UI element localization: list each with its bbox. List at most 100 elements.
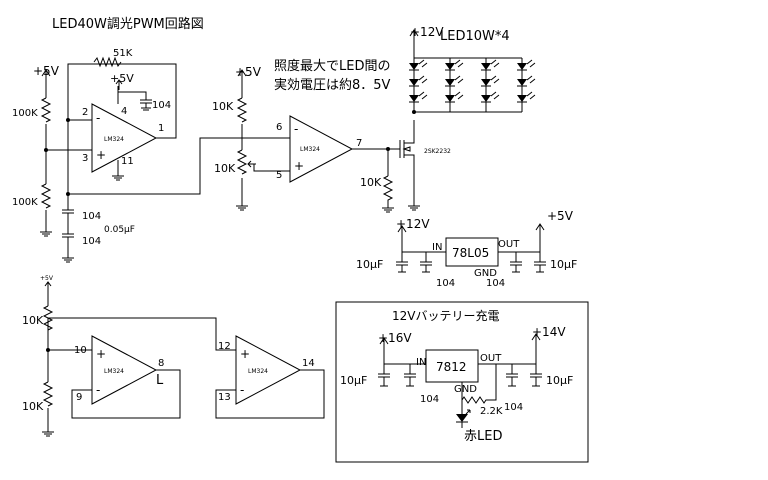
- resistor-51k: [93, 56, 122, 68]
- led-emission-icon: [445, 59, 464, 71]
- note-line-1: 照度最大でLED間の: [274, 58, 390, 74]
- note-line-2: 実効電圧は約8．5V: [274, 77, 391, 93]
- supply-5v-pin4: +5V: [110, 72, 134, 85]
- led-icon: [409, 79, 419, 86]
- opamp-4: + - LM324 12 13 14: [218, 335, 315, 405]
- opamp-4-plus: +: [240, 347, 250, 361]
- arrow-5v-reg1: [535, 223, 545, 232]
- opamp-1-symbol: [91, 103, 158, 173]
- pot-wiper: [247, 160, 256, 168]
- c005-label: 0.05μF: [104, 225, 135, 235]
- c104-reg2-out-label: 104: [504, 402, 523, 413]
- c104-reg2-in-label: 104: [420, 394, 439, 405]
- arrow-5v-divider: [41, 69, 51, 80]
- led-emission-icon: [481, 91, 500, 103]
- led-icon: [481, 63, 491, 70]
- led-icon: [445, 63, 455, 70]
- led-array-label: LED10W*4: [440, 29, 510, 44]
- led-icon: [517, 63, 527, 70]
- opamp-1-label: LM324: [104, 136, 124, 143]
- opamp-3: + - LM324 10 9 8 L: [74, 335, 164, 405]
- r51k-label: 51K: [113, 48, 133, 59]
- mosfet-2sk2232: [352, 120, 415, 206]
- pin-14-label: 14: [302, 358, 315, 369]
- output-l-label: L: [156, 373, 164, 388]
- arrow-16v: [379, 337, 389, 346]
- supply-5v-divider: +5V: [33, 64, 60, 78]
- reg2-in-label: IN: [416, 357, 426, 368]
- opamp-2-minus: -: [294, 122, 298, 136]
- cap-10uf-reg1-out: [534, 252, 546, 273]
- cap-10uf-reg2-in: [378, 364, 390, 387]
- pot-10k-label: 10K: [214, 162, 236, 175]
- c10uf-reg1-in-label: 10μF: [356, 258, 383, 271]
- arrow-12v-led: [409, 29, 419, 38]
- led-emission-icon: [409, 91, 428, 103]
- pin-6-label: 6: [276, 122, 282, 133]
- r100k-bottom-label: 100K: [12, 197, 38, 208]
- c10uf-reg2-out-label: 10μF: [546, 374, 573, 387]
- resistor-100k-bottom: [40, 183, 52, 209]
- reg1-gnd-label: GND: [474, 268, 497, 279]
- led-icon: [481, 95, 491, 102]
- cap-10uf-reg1-in: [396, 252, 408, 273]
- led-emission-icon: [517, 91, 536, 103]
- junction-dot: [412, 110, 416, 114]
- r100k-top-label: 100K: [12, 108, 38, 119]
- r2k2-label: 2.2K: [480, 406, 503, 417]
- r10k-divider-top-label: 10K: [22, 314, 44, 327]
- c104-reg1-out-label: 104: [486, 278, 505, 289]
- timing-capacitors: [62, 120, 74, 263]
- battery-charge-title: 12Vバッテリー充電: [392, 308, 499, 323]
- pin-5-label: 5: [276, 170, 282, 181]
- reg2-gnd-label: GND: [454, 384, 477, 395]
- diagram-title: LED40W調光PWM回路図: [52, 16, 204, 32]
- led-emission-icon: [409, 59, 428, 71]
- regulator-7812: [425, 349, 479, 383]
- arrow-14v: [531, 333, 541, 342]
- led-icon: [409, 63, 419, 70]
- ground-divider: [40, 231, 52, 237]
- opamp-2-plus: +: [294, 159, 304, 173]
- led-emission-icon: [445, 75, 464, 87]
- opamp-2-symbol: [289, 115, 354, 183]
- potentiometer-10k: [236, 149, 248, 175]
- opamp-1-minus: -: [96, 111, 100, 125]
- pin-4-label: 4: [121, 106, 127, 117]
- opamp-2: - + LM324 6 5 7: [276, 115, 362, 183]
- resistor-10k-top: [236, 97, 248, 123]
- led-emission-icon: [445, 91, 464, 103]
- resistor-10k-gate: [382, 175, 394, 213]
- junction-dot: [386, 147, 390, 151]
- led-emission-icon: [517, 75, 536, 87]
- arrow-5v-pot: [237, 69, 247, 80]
- c10uf-reg2-in-label: 10μF: [340, 374, 367, 387]
- led-icon: [517, 95, 527, 102]
- cap-10uf-reg2-out: [530, 364, 542, 387]
- led-array: [409, 58, 536, 112]
- led-icon: [445, 95, 455, 102]
- resistor-10k-divider-bottom: [42, 381, 54, 407]
- ground-mosfet: [408, 205, 420, 211]
- led-emission-icon: [481, 59, 500, 71]
- pin4-supply-wire: [117, 86, 147, 104]
- led-icon: [409, 95, 419, 102]
- resistor-100k-top: [40, 97, 52, 123]
- c104-timing-2-label: 104: [82, 236, 101, 247]
- reg2-out-label: OUT: [480, 353, 502, 364]
- pin-3-label: 3: [82, 153, 88, 164]
- supply-14v: +14V: [532, 325, 566, 339]
- pin-10-label: 10: [74, 345, 87, 356]
- opamp-2-label: LM324: [300, 146, 320, 153]
- cap-104-reg1-in: [420, 252, 432, 273]
- ground-pot: [236, 205, 248, 211]
- pin-1-label: 1: [158, 123, 164, 134]
- led-icon: [481, 79, 491, 86]
- red-led-lines: [456, 409, 471, 428]
- arrow-5v-small: [44, 281, 52, 288]
- arrow-12v-reg1: [397, 225, 407, 234]
- led-emission-icon: [481, 75, 500, 87]
- opamp-1-plus: +: [96, 148, 106, 162]
- supply-16v: +16V: [378, 331, 412, 345]
- r10k-divider-bottom-label: 10K: [22, 400, 44, 413]
